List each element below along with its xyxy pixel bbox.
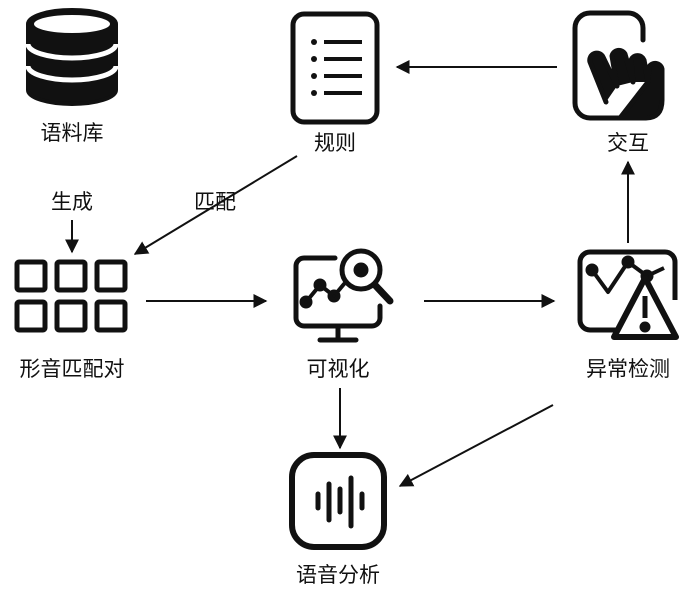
arrow-rules-to-pairs [133, 155, 298, 255]
edge-label-match: 匹配 [194, 190, 236, 214]
edge-label-generate: 生成 [51, 190, 93, 214]
touch-hand-icon [572, 10, 665, 121]
chart-warning-icon [577, 249, 679, 340]
rules-label: 规则 [314, 131, 356, 155]
arrow-anomaly-to-speech [398, 404, 554, 487]
grid-icon [14, 259, 128, 333]
speech-label: 语音分析 [296, 563, 380, 587]
sound-wave-icon [289, 452, 387, 550]
monitor-magnifier-icon [293, 248, 394, 343]
pairs-label: 形音匹配对 [20, 357, 125, 381]
interaction-label: 交互 [607, 131, 649, 155]
anomaly-label: 异常检测 [586, 357, 670, 381]
database-icon [25, 8, 119, 106]
corpus-label: 语料库 [41, 121, 104, 145]
document-list-icon [290, 11, 380, 125]
visualization-label: 可视化 [307, 357, 370, 381]
